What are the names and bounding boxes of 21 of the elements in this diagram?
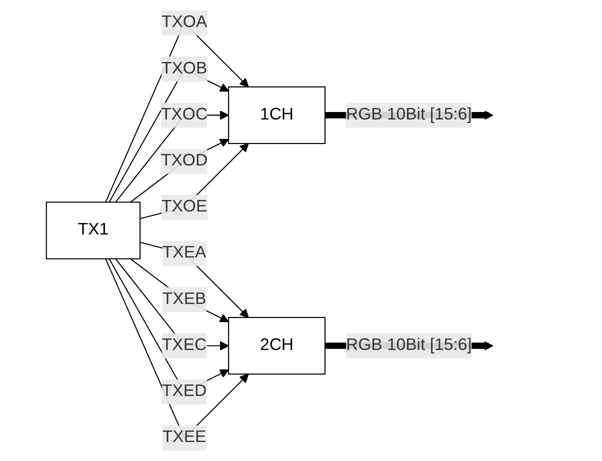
edge-label: TXOC [160, 106, 208, 124]
arrow [140, 242, 249, 318]
edge-label: TXOD [160, 152, 208, 170]
edge-label: TXEE [162, 428, 206, 446]
arrow [115, 110, 229, 203]
edge-label: TXED [162, 382, 207, 400]
arrow [115, 258, 229, 350]
arrow [140, 143, 249, 220]
node-box: 2CH [228, 316, 326, 375]
edge-label: TXOA [161, 14, 208, 32]
edge-label: TXOB [161, 60, 208, 78]
node-box: TX1 [46, 202, 141, 260]
edge-label: RGB 10Bit [15:6] [346, 336, 472, 354]
arrow [130, 258, 229, 322]
edge-label: TXOE [161, 198, 208, 216]
edge-label: TXEB [162, 290, 206, 308]
arrow [130, 138, 229, 203]
edge-label: TXEA [162, 244, 206, 262]
edge-label: TXEC [162, 336, 207, 354]
node-box: 1CH [228, 86, 326, 144]
edge-label: RGB 10Bit [15:6] [346, 106, 472, 124]
